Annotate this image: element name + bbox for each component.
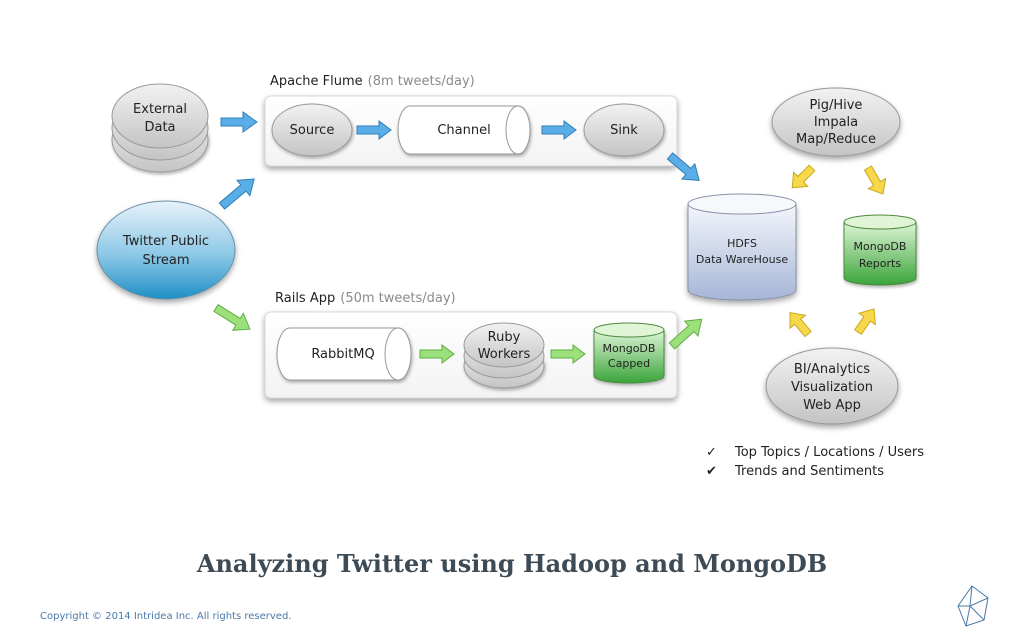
- ruby-workers-label-1: Ruby: [488, 330, 521, 345]
- outputs-list: ✓ Top Topics / Locations / Users ✔ Trend…: [706, 445, 924, 479]
- crystal-logo-icon: [957, 585, 989, 627]
- mongodb-reports-label-1: MongoDB: [854, 240, 907, 253]
- arrow-source-to-channel: [356, 120, 392, 140]
- arrow-rabbitmq-to-workers: [419, 344, 455, 364]
- arrow-bi-to-hdfs: [789, 311, 812, 338]
- rails-section-header: Rails App(50m tweets/day): [275, 291, 456, 306]
- source-node: Source: [271, 103, 353, 157]
- sink-label: Sink: [610, 123, 638, 138]
- mongodb-capped-label-2: Capped: [608, 357, 650, 370]
- check-icon: ✔: [706, 464, 717, 479]
- source-label: Source: [290, 123, 335, 138]
- check-icon: ✓: [706, 445, 717, 460]
- hdfs-label-2: Data WareHouse: [696, 253, 788, 266]
- twitter-label-1: Twitter Public: [122, 234, 209, 249]
- twitter-stream-node: Twitter Public Stream: [96, 200, 236, 300]
- arrow-twitter-to-source: [218, 178, 255, 210]
- output-item-2: Trends and Sentiments: [734, 464, 884, 479]
- channel-label: Channel: [437, 123, 490, 138]
- flume-section-header: Apache Flume(8m tweets/day): [270, 74, 475, 89]
- arrow-pighive-to-reports: [863, 165, 887, 195]
- mongodb-reports-label-2: Reports: [859, 257, 901, 270]
- channel-node: Channel: [397, 105, 531, 155]
- arrow-pighive-to-hdfs: [791, 164, 816, 189]
- arrow-twitter-to-rabbitmq: [213, 303, 251, 331]
- output-item-1: Top Topics / Locations / Users: [734, 445, 924, 460]
- external-data-label-2: Data: [144, 120, 175, 135]
- arrow-sink-to-hdfs: [666, 152, 700, 181]
- pighive-label-3: Map/Reduce: [796, 132, 876, 147]
- rabbitmq-label: RabbitMQ: [311, 347, 374, 362]
- bi-label-3: Web App: [803, 398, 861, 413]
- mongodb-reports-node: MongoDB Reports: [843, 214, 917, 286]
- copyright-text: Copyright © 2014 Intridea Inc. All right…: [40, 611, 291, 622]
- ruby-workers-label-2: Workers: [478, 347, 531, 362]
- bi-label-1: BI/Analytics: [794, 362, 870, 377]
- twitter-label-2: Stream: [142, 253, 189, 268]
- external-data-label-1: External: [133, 102, 187, 117]
- arrow-channel-to-sink: [541, 120, 577, 140]
- hdfs-label-1: HDFS: [727, 237, 757, 250]
- arrow-bi-to-reports: [854, 308, 876, 335]
- mongodb-capped-label-1: MongoDB: [603, 342, 656, 355]
- ruby-workers-node: Ruby Workers: [463, 322, 545, 389]
- arrow-workers-to-mongodb: [550, 344, 586, 364]
- pighive-label-1: Pig/Hive: [810, 98, 863, 113]
- arrow-mongodb-to-hdfs: [668, 318, 703, 350]
- arrow-external-to-source: [220, 111, 258, 133]
- bi-label-2: Visualization: [791, 380, 873, 395]
- sink-node: Sink: [583, 103, 665, 157]
- pighive-label-2: Impala: [814, 115, 858, 130]
- bi-analytics-node: BI/Analytics Visualization Web App: [765, 347, 899, 425]
- external-data-node: External Data: [111, 83, 209, 173]
- hdfs-node: HDFS Data WareHouse: [687, 193, 797, 301]
- mongodb-capped-node: MongoDB Capped: [593, 322, 665, 384]
- slide-title: Analyzing Twitter using Hadoop and Mongo…: [196, 549, 827, 578]
- pighive-node: Pig/Hive Impala Map/Reduce: [771, 87, 901, 157]
- rabbitmq-node: RabbitMQ: [276, 327, 412, 381]
